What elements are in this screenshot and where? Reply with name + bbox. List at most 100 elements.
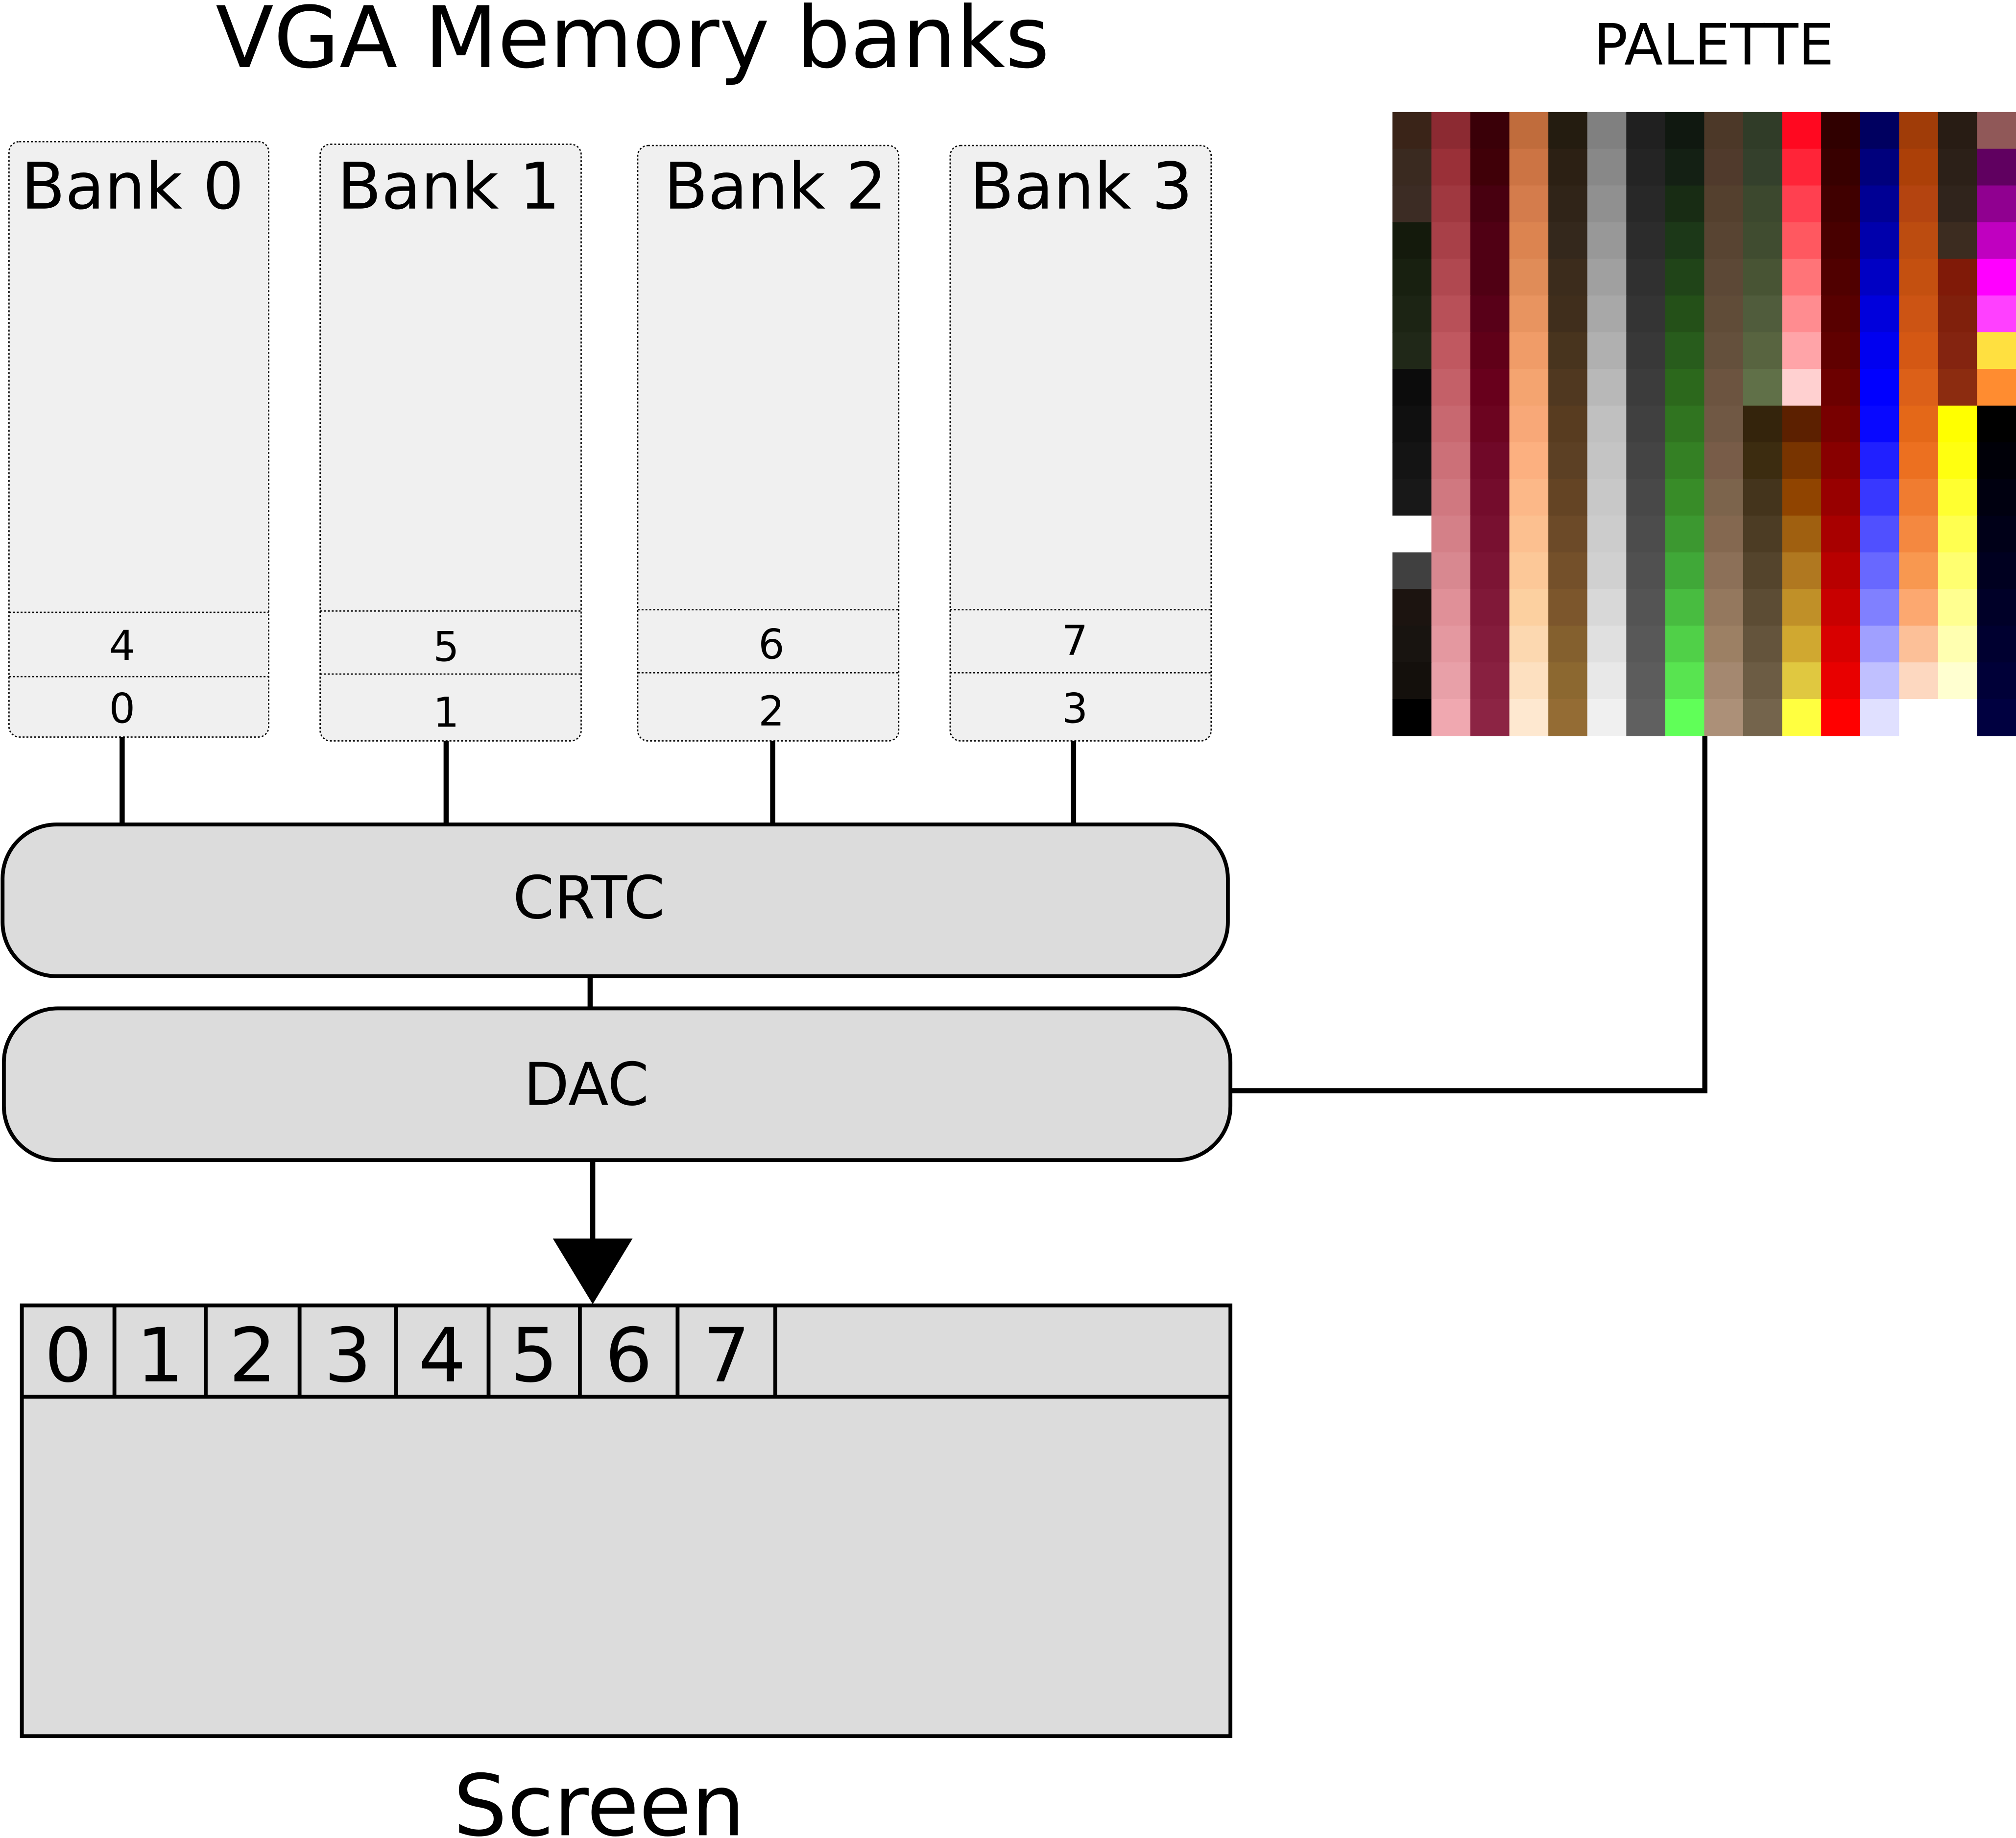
palette-swatch — [1587, 405, 1627, 443]
palette-swatch — [1470, 259, 1510, 296]
palette-swatch — [1899, 442, 1939, 480]
screen-pixel-label: 7 — [703, 1312, 750, 1399]
palette-swatch — [1470, 479, 1510, 516]
palette-swatch — [1743, 699, 1783, 736]
palette-swatch — [1587, 479, 1627, 516]
palette-swatch — [1899, 148, 1939, 186]
palette-swatch — [1548, 405, 1588, 443]
palette-swatch — [1743, 405, 1783, 443]
palette-swatch — [1509, 515, 1549, 553]
palette-swatch — [1860, 479, 1900, 516]
palette-swatch — [1743, 332, 1783, 370]
palette-swatch — [1431, 626, 1471, 663]
palette-swatch — [1509, 442, 1549, 480]
palette-swatch — [1704, 332, 1744, 370]
palette-swatch — [1431, 259, 1471, 296]
palette-swatch — [1899, 259, 1939, 296]
palette-swatch — [1587, 552, 1627, 590]
palette-swatch — [1470, 112, 1510, 149]
palette-swatch — [1899, 405, 1939, 443]
screen-pixel-1: 1 — [136, 1305, 208, 1399]
palette-swatch — [1626, 295, 1666, 333]
screen-pixel-0: 0 — [45, 1305, 117, 1399]
palette-swatch — [1977, 259, 2016, 296]
palette-swatch — [1392, 405, 1432, 443]
bank-slot-high: 7 — [1062, 617, 1088, 665]
palette-swatch — [1782, 405, 1822, 443]
palette-swatch — [1860, 589, 1900, 627]
palette-swatch — [1821, 295, 1861, 333]
palette-swatch — [1392, 332, 1432, 370]
bank-label: Bank 2 — [664, 149, 887, 224]
bank-box — [319, 144, 582, 742]
palette-swatch — [1938, 405, 1978, 443]
palette-swatch — [1821, 369, 1861, 406]
palette-swatch — [1899, 515, 1939, 553]
palette-swatch — [1704, 222, 1744, 260]
palette-swatch — [1431, 332, 1471, 370]
palette-swatch — [1860, 552, 1900, 590]
palette-swatch — [1782, 185, 1822, 223]
palette-swatch — [1899, 295, 1939, 333]
palette-swatch — [1665, 442, 1705, 480]
palette-swatch — [1743, 369, 1783, 406]
palette-swatch — [1626, 515, 1666, 553]
palette-swatch — [1977, 699, 2016, 736]
bank-slot-high: 6 — [758, 620, 784, 668]
palette-swatch — [1860, 222, 1900, 260]
palette-swatch — [1626, 259, 1666, 296]
palette-swatch — [1743, 552, 1783, 590]
bank-slot-high: 5 — [433, 623, 459, 671]
palette-swatch — [1665, 332, 1705, 370]
palette-swatch — [1548, 148, 1588, 186]
palette-swatch — [1977, 552, 2016, 590]
palette-swatch — [1704, 369, 1744, 406]
palette-swatch — [1470, 662, 1510, 700]
palette-swatch — [1548, 295, 1588, 333]
palette-swatch — [1977, 626, 2016, 663]
palette-swatch — [1938, 699, 1978, 736]
memory-bank-1: Bank 1 5 1 — [319, 144, 582, 742]
palette-swatch — [1938, 259, 1978, 296]
palette-swatch — [1392, 112, 1432, 149]
palette-swatch — [1782, 148, 1822, 186]
palette-swatch — [1938, 442, 1978, 480]
palette-swatch — [1509, 185, 1549, 223]
palette-swatch — [1743, 515, 1783, 553]
palette-swatch — [1392, 222, 1432, 260]
palette-swatch — [1821, 552, 1861, 590]
memory-bank-3: Bank 3 7 3 — [949, 145, 1212, 742]
palette-swatch — [1821, 112, 1861, 149]
bank-slot-low: 1 — [433, 689, 459, 737]
palette-swatch — [1743, 662, 1783, 700]
screen-pixel-label: 3 — [324, 1312, 372, 1399]
palette-swatch — [1938, 112, 1978, 149]
palette-swatch — [1626, 222, 1666, 260]
palette-swatch — [1665, 222, 1705, 260]
palette-swatch — [1704, 589, 1744, 627]
palette-swatch — [1704, 148, 1744, 186]
palette-swatch — [1509, 589, 1549, 627]
palette-swatch — [1743, 626, 1783, 663]
palette-swatch — [1743, 148, 1783, 186]
palette-swatch — [1626, 185, 1666, 223]
crtc-label: CRTC — [513, 864, 665, 933]
palette-swatch — [1587, 369, 1627, 406]
palette-swatch — [1860, 112, 1900, 149]
palette-swatch — [1899, 369, 1939, 406]
palette-swatch — [1665, 515, 1705, 553]
bank-label: Bank 3 — [970, 149, 1193, 224]
palette-swatch — [1470, 442, 1510, 480]
palette-swatch — [1665, 626, 1705, 663]
palette-swatch — [1665, 479, 1705, 516]
screen-pixel-3: 3 — [324, 1305, 398, 1399]
palette-swatch — [1860, 295, 1900, 333]
palette-swatch — [1548, 442, 1588, 480]
screen-pixel-label: 4 — [419, 1312, 466, 1399]
bank-slot-low: 0 — [109, 685, 135, 733]
palette-swatch — [1665, 662, 1705, 700]
palette-swatch — [1548, 515, 1588, 553]
palette-swatch — [1626, 332, 1666, 370]
palette-swatch — [1938, 515, 1978, 553]
